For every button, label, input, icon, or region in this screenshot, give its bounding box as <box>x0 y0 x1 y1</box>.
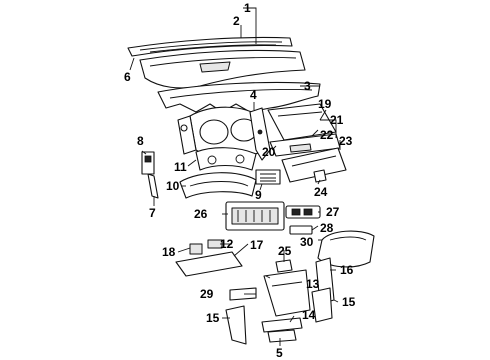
callout-2: 2 <box>233 14 240 28</box>
knee-bolster <box>175 239 243 277</box>
callout-11: 11 <box>174 160 187 174</box>
headlamp-switch <box>141 151 159 199</box>
cluster-trim-bezel <box>177 106 269 159</box>
callout-18: 18 <box>162 245 176 259</box>
callout-13: 13 <box>306 277 320 291</box>
callout-14: 14 <box>302 308 316 322</box>
callout-15-left: 15 <box>206 311 220 325</box>
callout-28: 28 <box>320 221 334 235</box>
callout-23: 23 <box>339 134 353 148</box>
callout-21: 21 <box>330 113 344 127</box>
accessory-bezel <box>289 225 313 235</box>
center-air-vent <box>255 169 281 185</box>
callout-1: 1 <box>244 1 251 15</box>
callout-5: 5 <box>276 346 283 360</box>
small-bracket <box>275 259 293 273</box>
climate-control-panel <box>225 201 285 231</box>
console-trim <box>263 269 311 317</box>
callout-19: 19 <box>318 97 332 111</box>
dash-pad-upper <box>127 36 293 57</box>
callout-4: 4 <box>250 88 257 102</box>
side-cover-left <box>225 305 247 345</box>
retainer-clip <box>313 169 327 183</box>
center-bracket <box>249 107 271 161</box>
callout-22: 22 <box>320 128 334 142</box>
callout-12: 12 <box>220 237 234 251</box>
cluster-bezel <box>195 147 257 171</box>
callout-17: 17 <box>250 238 264 252</box>
callout-24: 24 <box>314 185 328 199</box>
glove-box-door <box>281 147 347 183</box>
callout-3: 3 <box>304 79 311 93</box>
callout-30: 30 <box>300 235 314 249</box>
lower-bracket <box>261 317 303 343</box>
callout-27: 27 <box>326 205 340 219</box>
leader-lines <box>129 7 341 346</box>
callout-7: 7 <box>149 206 156 220</box>
callout-9: 9 <box>255 188 262 202</box>
callout-16: 16 <box>340 263 354 277</box>
callout-20: 20 <box>262 145 276 159</box>
callout-26: 26 <box>194 207 208 221</box>
callout-29: 29 <box>200 287 214 301</box>
callout-10: 10 <box>166 179 180 193</box>
radio-trim <box>285 205 321 219</box>
callout-15-right: 15 <box>342 295 356 309</box>
callout-labels: 1 2 3 4 5 6 7 8 9 10 11 12 13 14 15 15 1… <box>124 1 356 360</box>
dash-pad-main <box>139 49 306 89</box>
callout-6: 6 <box>124 70 131 84</box>
callout-8: 8 <box>137 134 144 148</box>
callout-25: 25 <box>278 244 292 258</box>
cluster-lens <box>179 172 257 199</box>
side-cover-right <box>311 287 333 323</box>
instrument-panel-carrier <box>157 81 321 113</box>
storage-pocket <box>229 287 257 301</box>
